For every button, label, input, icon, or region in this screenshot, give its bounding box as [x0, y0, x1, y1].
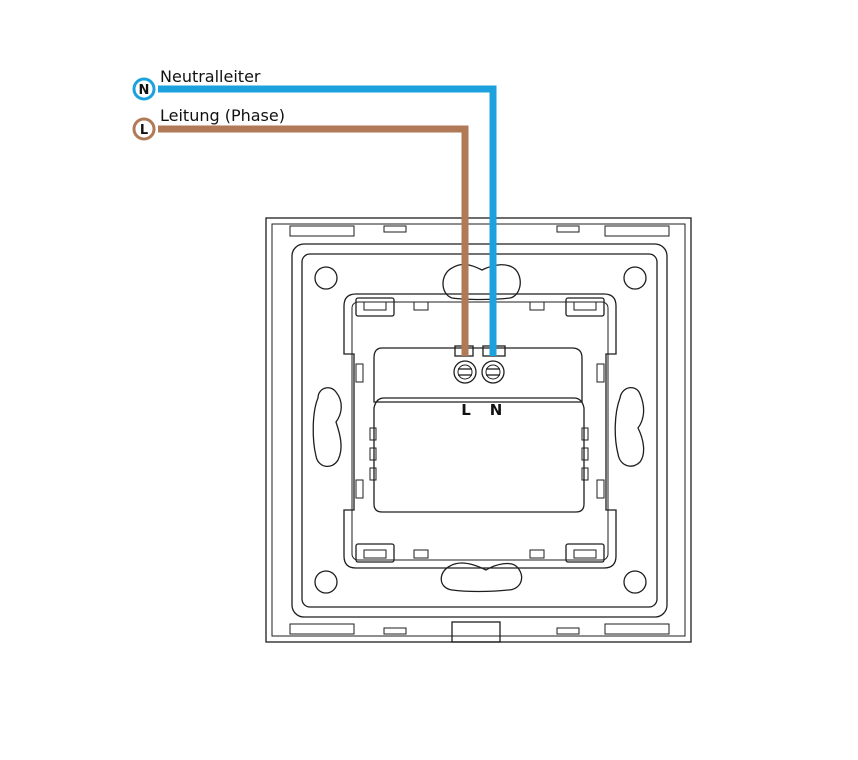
side-tabs: [355, 301, 605, 559]
screw-hole: [314, 266, 338, 290]
switch-module: [373, 397, 585, 513]
screw-terminal-l: [453, 360, 477, 384]
module-inner-rim: [351, 301, 609, 561]
slot-left: [312, 387, 342, 467]
frame-clip: [383, 627, 407, 635]
neutral-badge: [132, 77, 156, 101]
phase-label: Leitung (Phase): [160, 106, 285, 125]
screw-hole: [623, 266, 647, 290]
frame-clip: [604, 623, 670, 635]
legend-neutral: N Neutralleiter: [132, 67, 261, 101]
screw-hole: [314, 570, 338, 594]
mounting-plate-inner: [301, 253, 658, 608]
slot-bottom: [440, 562, 523, 593]
switch-module-side-ticks: [369, 427, 589, 481]
screw-hole: [623, 570, 647, 594]
neutral-badge-letter: N: [139, 83, 150, 98]
neutral-label: Neutralleiter: [160, 67, 261, 86]
slot-top: [442, 263, 521, 301]
mounting-plate: [291, 243, 668, 618]
legend-phase: L Leitung (Phase): [132, 106, 285, 141]
screw-terminal-n: [481, 360, 505, 384]
phase-badge-letter: L: [140, 123, 148, 138]
terminal-label-n: N: [490, 401, 503, 419]
frame-clip: [289, 623, 355, 635]
frame-bottom-tab: [451, 621, 501, 643]
neutral-wire: [158, 85, 497, 356]
phase-badge: [132, 117, 156, 141]
frame-clip: [604, 225, 670, 237]
module-body: [343, 293, 617, 569]
switch-housing: L N: [265, 217, 692, 643]
frame-clip: [556, 627, 580, 635]
corner-latches: [355, 297, 605, 563]
phase-wire: [158, 125, 469, 356]
terminal-block: [373, 347, 583, 403]
frame-clip: [289, 225, 355, 237]
slot-right: [614, 387, 645, 467]
frame-clip: [556, 225, 580, 233]
outer-frame-inner-edge: [271, 223, 686, 637]
outer-frame: [265, 217, 692, 643]
terminal-label-l: L: [461, 401, 471, 419]
frame-clip: [383, 225, 407, 233]
